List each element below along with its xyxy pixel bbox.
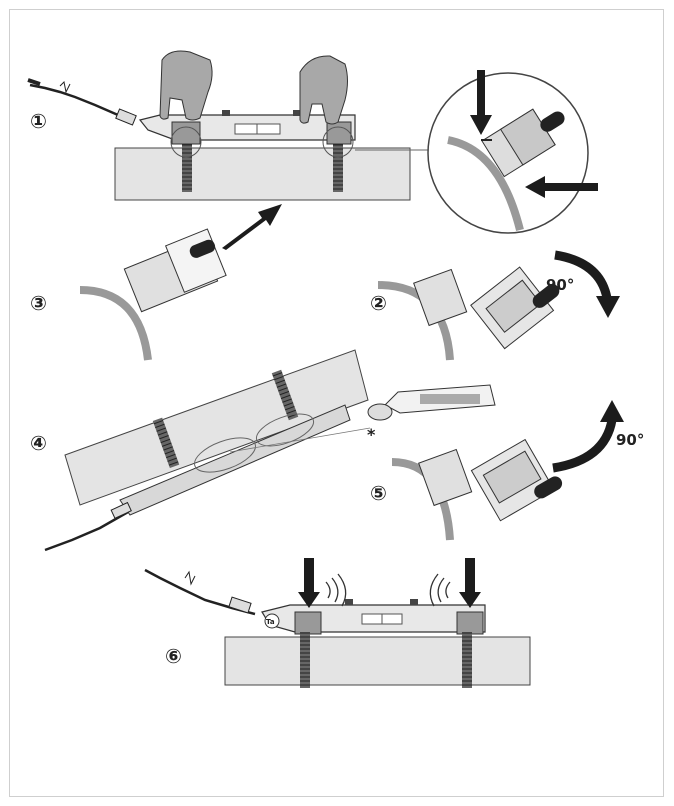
- rotation-angle-bottom: 90°: [616, 431, 644, 449]
- step-1-label: ①: [30, 109, 47, 133]
- strap-icon: [152, 417, 180, 469]
- arrow-icon: [222, 204, 282, 250]
- step-6-label: ⑥: [165, 644, 182, 668]
- strap-icon: [333, 140, 343, 192]
- arrow-icon: [459, 558, 481, 608]
- step-5-label: ⑤: [370, 481, 387, 505]
- coupling-marker: *: [367, 425, 376, 444]
- rotate-arrow-icon: [554, 250, 620, 318]
- coupling-paste-tube: [367, 384, 496, 421]
- pipe: [224, 636, 531, 686]
- strap-icon: [271, 369, 299, 421]
- step-5-illustration: [391, 400, 624, 541]
- rotate-arrow-icon: [552, 400, 624, 473]
- cable-icon: [144, 568, 256, 616]
- rotation-angle-top: 90°: [546, 276, 574, 294]
- step-3-illustration: [79, 204, 282, 361]
- cable-icon: [27, 78, 137, 126]
- step-4-label: ④: [30, 431, 47, 455]
- cable-icon: [44, 501, 132, 552]
- arrow-icon: [525, 176, 598, 198]
- step-6-illustration: [144, 558, 531, 688]
- step-1-illustration: [27, 50, 430, 201]
- hand-icon: [159, 50, 213, 121]
- arrow-icon: [298, 558, 320, 608]
- step-2-label: ②: [370, 291, 387, 315]
- detail-zoom-circle: [427, 70, 598, 234]
- figure-frame: [9, 9, 664, 797]
- step-4-illustration: [44, 349, 496, 552]
- arrow-icon: [470, 70, 492, 135]
- temperature-sensor-badge: [264, 613, 280, 629]
- sound-wave-icon: [325, 573, 347, 607]
- step-2-illustration: [377, 250, 620, 361]
- strap-icon: [462, 632, 472, 688]
- strap-icon: [182, 140, 192, 192]
- step-3-label: ③: [30, 291, 47, 315]
- hand-icon: [299, 55, 348, 125]
- pipe: [114, 147, 411, 201]
- sensor-badge-label: Ta: [266, 618, 275, 626]
- strap-icon: [300, 632, 310, 688]
- sound-wave-icon: [429, 573, 451, 607]
